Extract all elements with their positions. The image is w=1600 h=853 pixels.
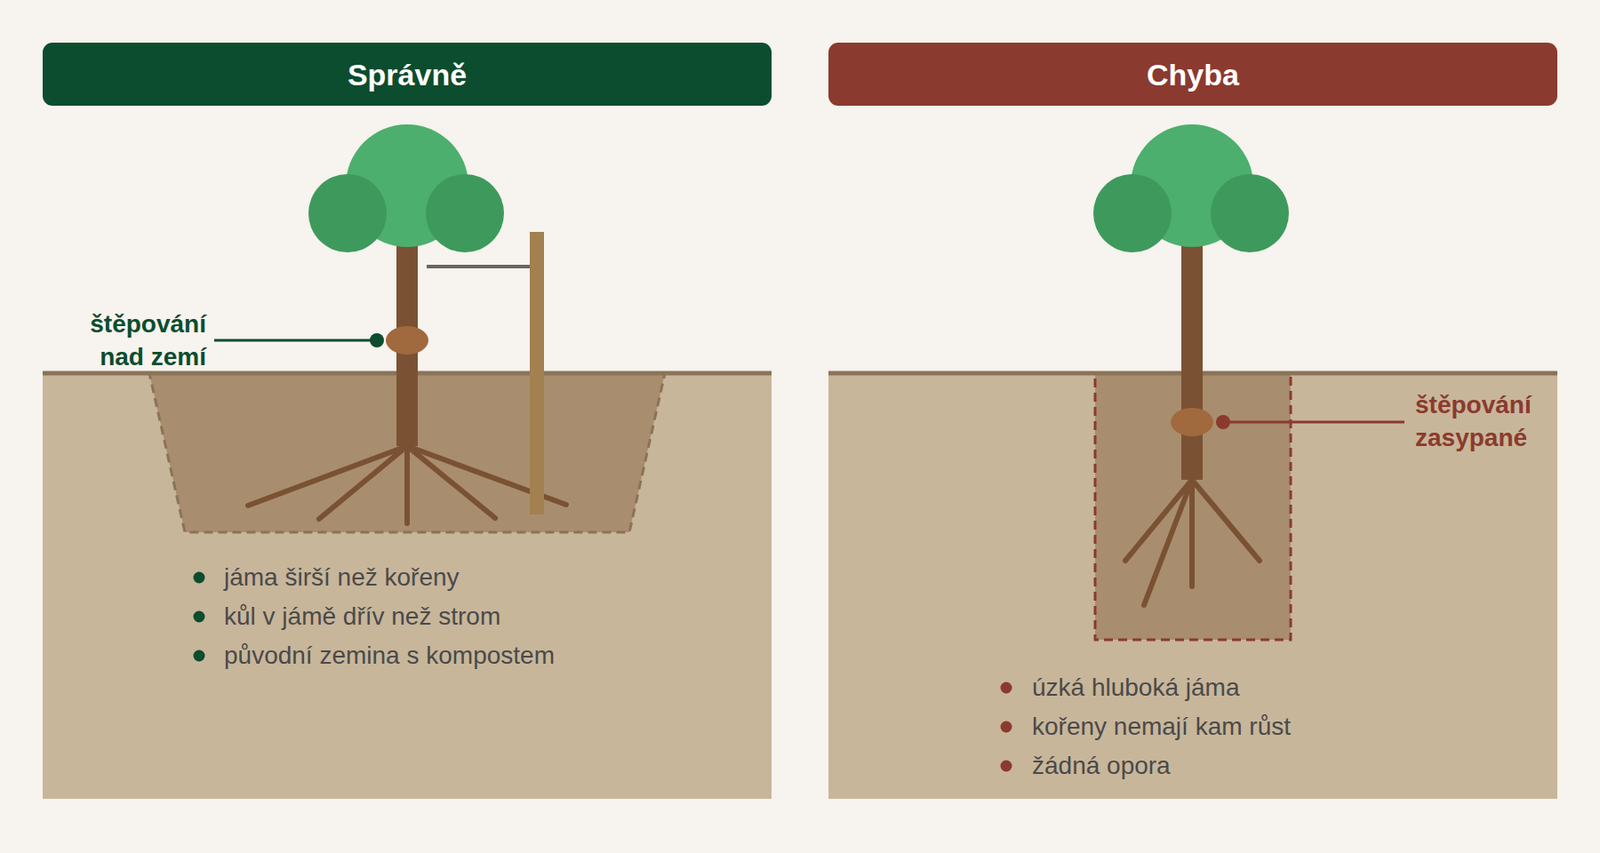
planting-pit <box>1095 373 1291 640</box>
graft-union <box>385 326 429 355</box>
leader-dot <box>1216 415 1231 430</box>
header-band: Chyba <box>828 42 1558 106</box>
bullet-text: původní zemina s kompostem <box>224 640 555 672</box>
header-text: Chyba <box>1146 56 1240 93</box>
bullet-text: kořeny nemají kam růst <box>1032 712 1291 743</box>
graft-union <box>1170 408 1214 437</box>
crown <box>1093 174 1172 253</box>
bullets <box>1000 682 1013 773</box>
bullet-text: jáma širší než kořeny <box>224 562 460 593</box>
callout-label: štěpování nad zemí <box>53 307 207 374</box>
roots <box>1125 480 1260 606</box>
crown <box>1210 174 1289 253</box>
roots <box>248 446 567 524</box>
callout-label: štěpování zasypané <box>1415 388 1562 455</box>
leader-dot <box>369 333 384 348</box>
header-text: Správně <box>347 56 467 93</box>
bullet-text: žádná opora <box>1032 751 1171 782</box>
crown <box>308 174 387 253</box>
bullets <box>193 572 206 663</box>
stake <box>529 232 544 515</box>
header-band: Správně <box>42 42 772 106</box>
bullet-text: kůl v jámě dřív než strom <box>224 601 501 632</box>
crown <box>425 174 504 253</box>
leader-line <box>214 339 377 343</box>
bullet-text: úzká hluboká jáma <box>1032 672 1240 704</box>
leader-line <box>1222 421 1405 424</box>
tie <box>426 264 530 269</box>
trunk <box>1181 240 1203 480</box>
